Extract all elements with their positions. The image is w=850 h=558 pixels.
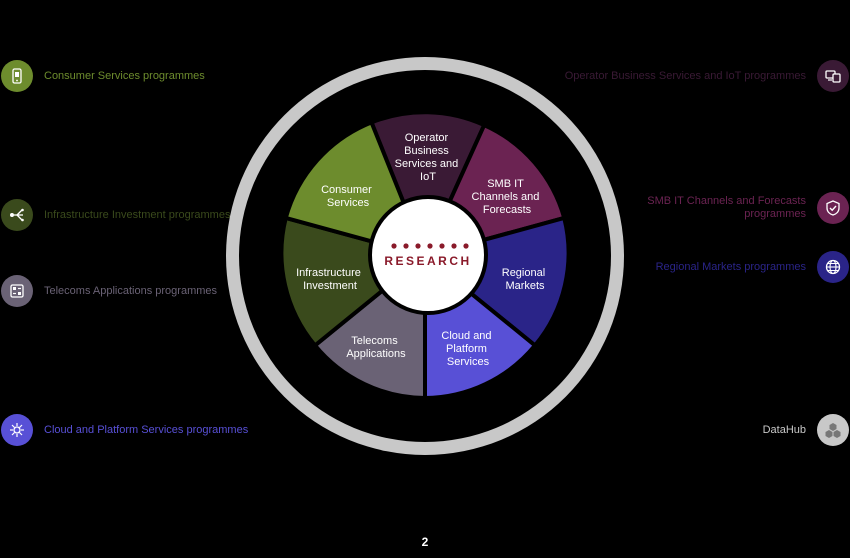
consumer-services-programmes[interactable]: Consumer Services programmes	[1, 60, 205, 92]
telecoms-applications-programmes[interactable]: Telecoms Applications programmes	[1, 275, 217, 307]
app-icon	[1, 275, 33, 307]
datahub-label: DataHub	[762, 423, 806, 436]
infrastructure-investment-programmes-label: Infrastructure Investment programmes	[44, 208, 231, 221]
phone-icon	[1, 60, 33, 92]
operator-business-services-iot-programmes[interactable]: Operator Business Services and IoT progr…	[565, 60, 849, 92]
cloud-platform-services-programmes[interactable]: Cloud and Platform Services programmes	[1, 414, 248, 446]
page-number: 2	[421, 535, 429, 549]
operator-business-services-iot-programmes-label: Operator Business Services and IoT progr…	[564, 69, 806, 82]
segment-smb-label: SMB IT Channels and Forecasts	[472, 178, 543, 216]
segment-regional-label: Regional Markets	[502, 267, 548, 292]
devices-icon	[817, 60, 849, 92]
network-icon	[1, 199, 33, 231]
regional-markets-programmes[interactable]: Regional Markets programmes	[656, 251, 849, 283]
cloud-icon	[1, 414, 33, 446]
segment-operator-label: Operator Business Services and IoT	[395, 132, 462, 183]
research-logo-text: RESEARCH	[384, 254, 471, 268]
segment-telecoms-label: Telecoms Applications	[346, 335, 406, 360]
globe-icon	[817, 251, 849, 283]
infrastructure-investment-programmes[interactable]: Infrastructure Investment programmes	[1, 199, 230, 231]
shield-icon	[817, 192, 849, 224]
regional-markets-programmes-label: Regional Markets programmes	[655, 260, 806, 273]
center-logo-circle	[368, 195, 488, 315]
consumer-services-programmes-label: Consumer Services programmes	[44, 69, 205, 82]
datahub[interactable]: DataHub	[763, 414, 849, 446]
segment-infrastructure-label: Infrastructure Investment	[296, 267, 364, 292]
logo-dots	[391, 243, 469, 249]
segment-consumer-label: Consumer Services	[321, 184, 375, 209]
datahub-icon	[817, 414, 849, 446]
smb-it-channels-forecasts-programmes-label: SMB IT Channels and Forecasts programmes	[647, 195, 806, 220]
telecoms-applications-programmes-label: Telecoms Applications programmes	[44, 284, 218, 297]
smb-it-channels-forecasts-programmes[interactable]: SMB IT Channels and Forecasts programmes	[646, 192, 849, 224]
cloud-platform-services-programmes-label: Cloud and Platform Services programmes	[44, 423, 249, 436]
segment-cloud-label: Cloud and Platform Services	[441, 330, 494, 368]
segment-operator[interactable]	[369, 110, 487, 258]
